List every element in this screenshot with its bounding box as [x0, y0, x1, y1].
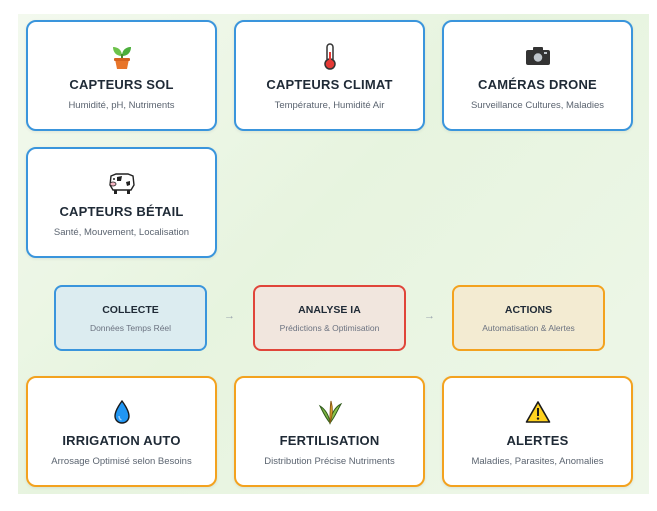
card-title: FERTILISATION — [279, 432, 380, 448]
card-subtitle: Surveillance Cultures, Maladies — [470, 99, 605, 111]
card-capteurs-sol: CAPTEURS SOL Humidité, pH, Nutriments — [26, 20, 217, 131]
card-subtitle: Arrosage Optimisé selon Besoins — [51, 455, 192, 467]
card-capteurs-betail: CAPTEURS BÉTAIL Santé, Mouvement, Locali… — [26, 147, 217, 258]
card-cameras-drone: CAMÉRAS DRONE Surveillance Cultures, Mal… — [442, 20, 633, 131]
card-subtitle: Distribution Précise Nutriments — [264, 455, 395, 467]
step-subtitle: Automatisation & Alertes — [482, 322, 575, 333]
card-title: CAPTEURS BÉTAIL — [59, 203, 184, 219]
card-alertes: ALERTES Maladies, Parasites, Anomalies — [442, 376, 633, 487]
card-title: IRRIGATION AUTO — [62, 432, 181, 448]
card-title: CAPTEURS SOL — [69, 76, 174, 92]
seedling-icon — [110, 41, 134, 71]
step-title: COLLECTE — [102, 303, 159, 316]
card-capteurs-climat: CAPTEURS CLIMAT Température, Humidité Ai… — [234, 20, 425, 131]
step-collecte: COLLECTE Données Temps Réel — [54, 285, 207, 351]
card-title: CAMÉRAS DRONE — [478, 76, 597, 92]
flow-arrow: → — [424, 310, 435, 322]
card-subtitle: Humidité, pH, Nutriments — [68, 99, 175, 111]
diagram-canvas: CAPTEURS SOL Humidité, pH, Nutriments CA… — [18, 14, 649, 494]
card-fertilisation: FERTILISATION Distribution Précise Nutri… — [234, 376, 425, 487]
flow-arrow: → — [224, 310, 235, 322]
camera-icon — [525, 41, 551, 71]
card-subtitle: Température, Humidité Air — [274, 99, 385, 111]
card-title: CAPTEURS CLIMAT — [266, 76, 393, 92]
card-title: ALERTES — [506, 432, 569, 448]
card-subtitle: Santé, Mouvement, Localisation — [53, 226, 190, 238]
step-title: ACTIONS — [504, 303, 553, 316]
step-subtitle: Données Temps Réel — [89, 322, 172, 333]
water-drop-icon — [113, 397, 131, 427]
card-irrigation-auto: IRRIGATION AUTO Arrosage Optimisé selon … — [26, 376, 217, 487]
step-analyse-ia: ANALYSE IA Prédictions & Optimisation — [253, 285, 406, 351]
step-title: ANALYSE IA — [298, 303, 361, 316]
step-actions: ACTIONS Automatisation & Alertes — [452, 285, 605, 351]
thermometer-icon — [323, 41, 337, 71]
plant-icon — [317, 397, 343, 427]
card-subtitle: Maladies, Parasites, Anomalies — [471, 455, 604, 467]
step-subtitle: Prédictions & Optimisation — [279, 322, 380, 333]
warning-icon — [525, 397, 551, 427]
cow-icon — [108, 168, 136, 198]
